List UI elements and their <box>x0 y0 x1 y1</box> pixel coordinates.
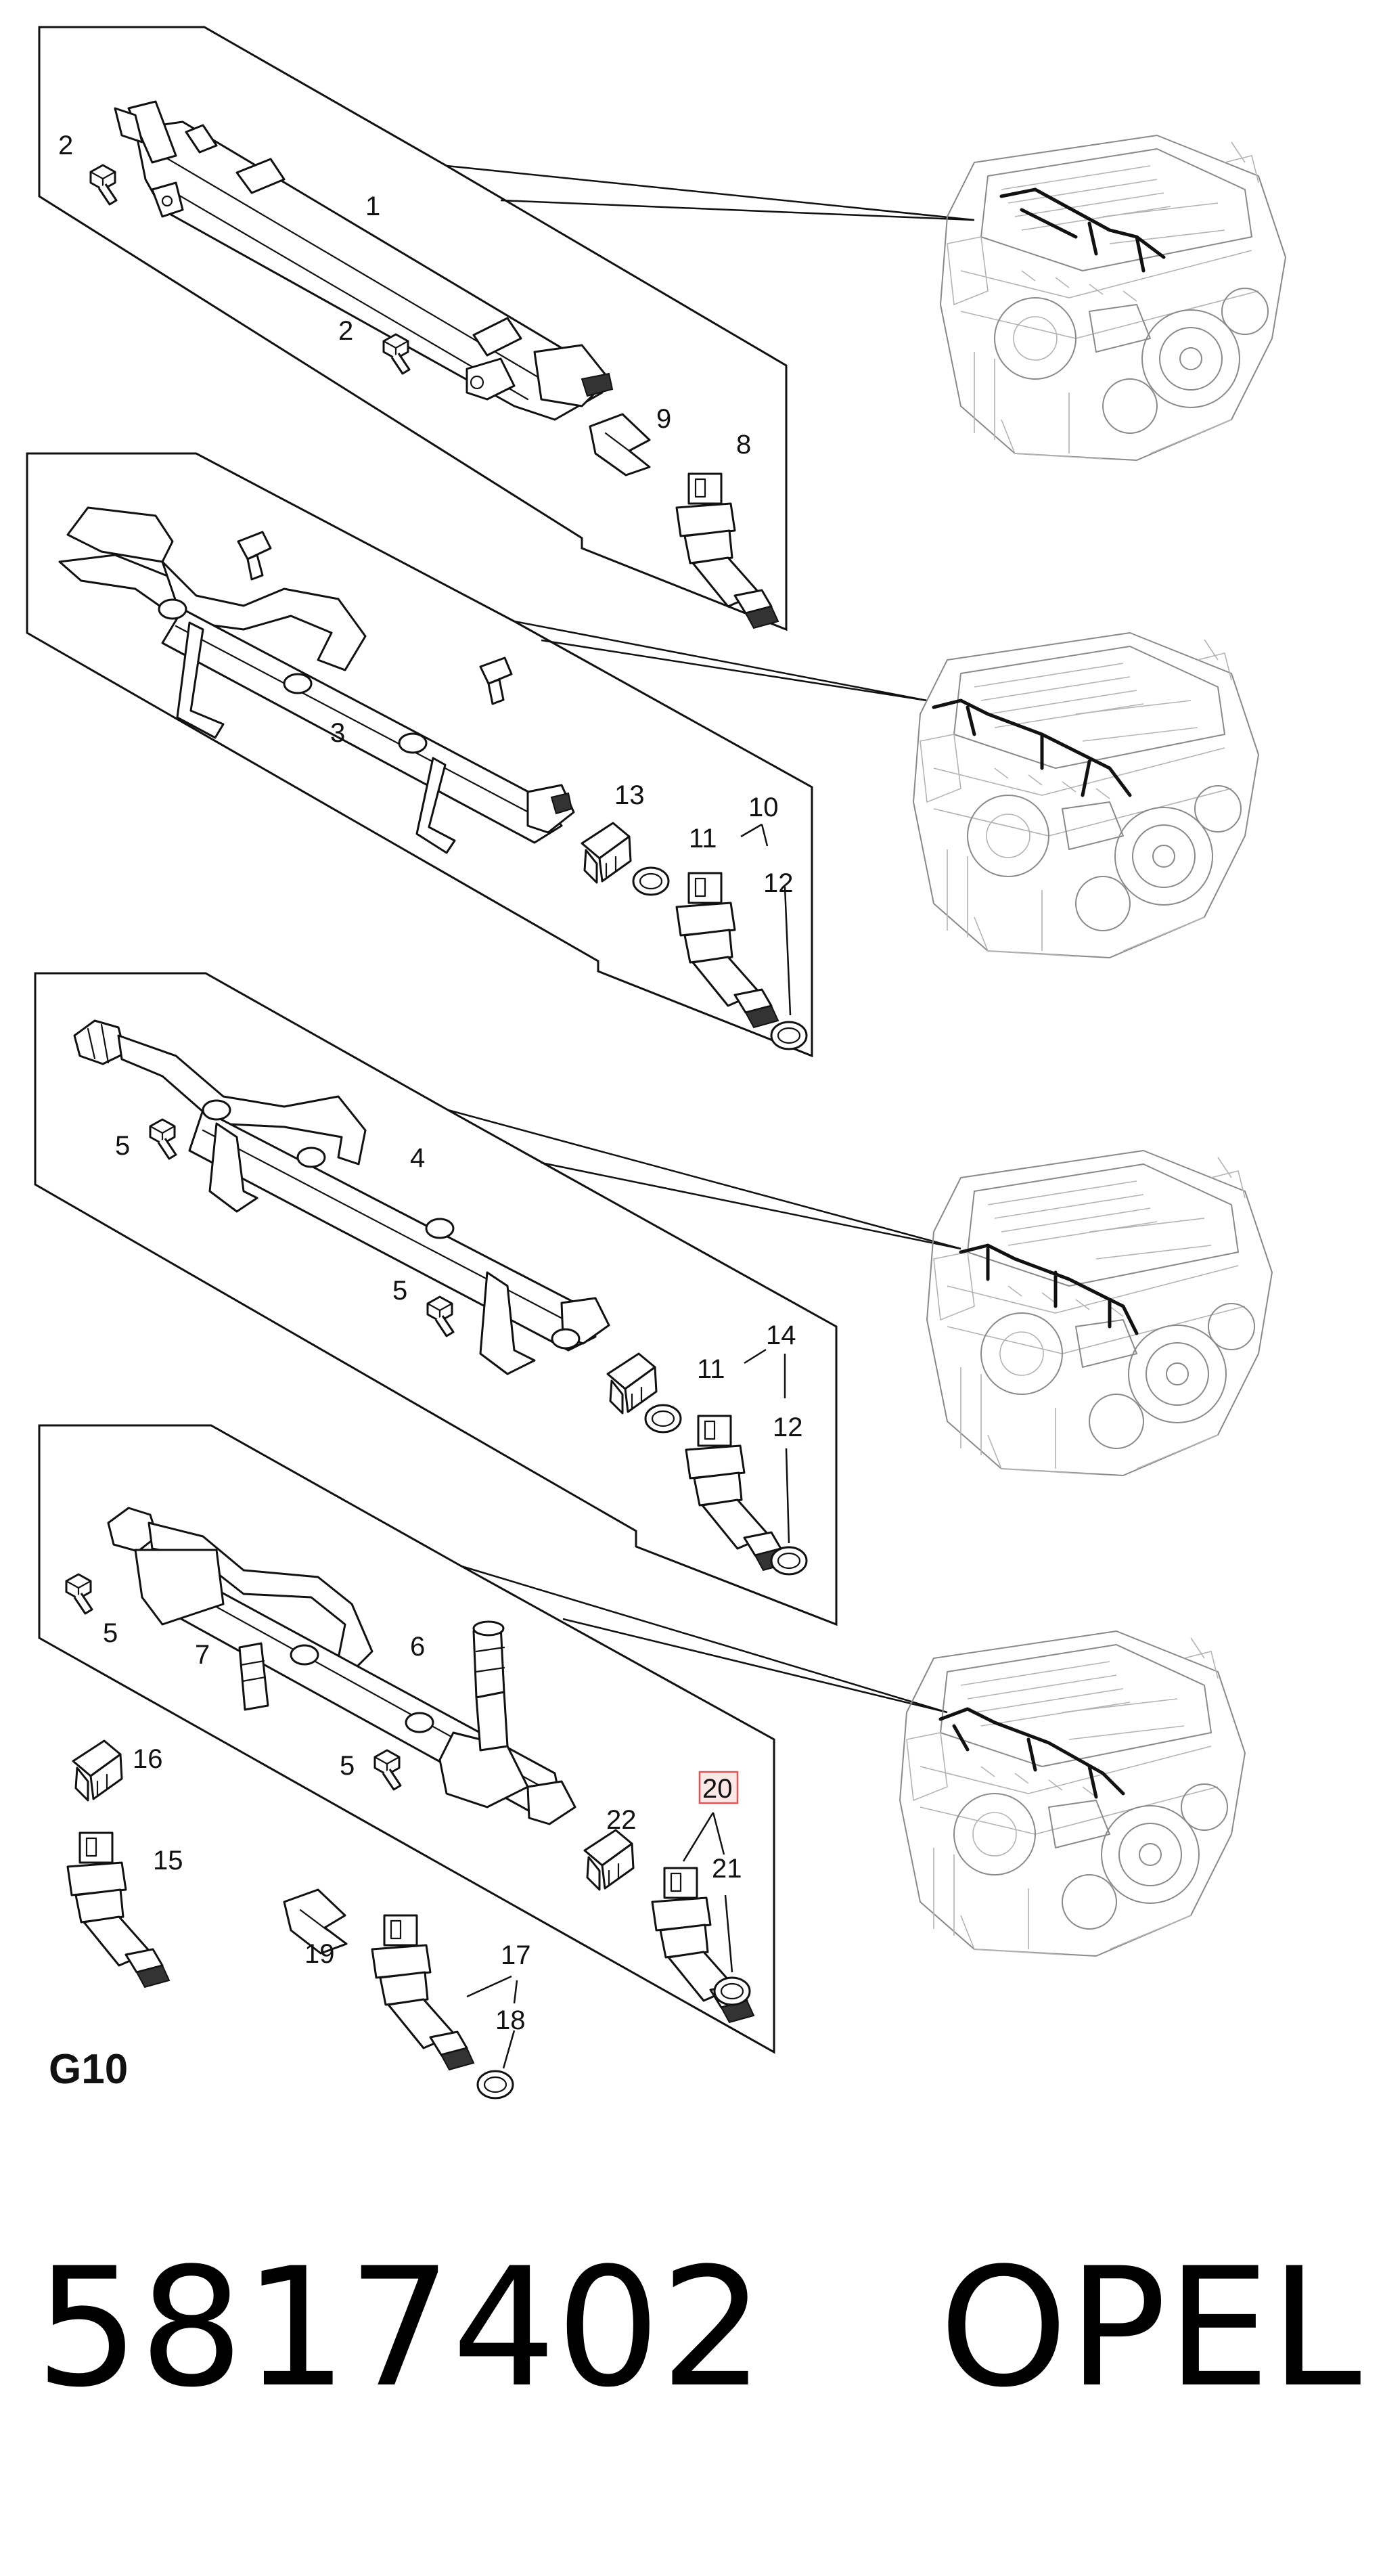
panel-1-engine-pointer <box>446 164 975 221</box>
callout-11-p3: 11 <box>697 1354 725 1384</box>
bolt-2-upper <box>89 164 118 206</box>
panel-1-frame <box>38 26 788 631</box>
bolt-5-upper <box>149 1118 177 1160</box>
callout-10: 10 <box>748 793 779 822</box>
callout-8: 8 <box>736 430 751 460</box>
leaders-panel-4 <box>466 1812 733 2069</box>
panel-3-fuel-rail: 4 5 5 14 11 12 <box>34 972 961 1626</box>
brand-name: OPEL <box>938 2233 1361 2424</box>
leaders-14-11-12 <box>744 1348 790 1544</box>
panel-1-fuel-rail: 1 2 2 9 8 <box>38 26 975 631</box>
oring-11-panel-3 <box>644 1404 682 1434</box>
engine-illustration-1 <box>940 135 1286 461</box>
callout-17: 17 <box>501 1940 531 1970</box>
panel-2-frame <box>26 452 813 1058</box>
panel-4-fuel-rail: 20 6 7 5 5 16 15 19 17 18 22 21 G10 <box>38 1424 948 2100</box>
callout-1: 1 <box>365 192 380 221</box>
engine-illustration-3 <box>926 1150 1273 1476</box>
part-number: 5817402 <box>35 2233 765 2424</box>
panel-4-engine-pointer <box>461 1565 948 1714</box>
callout-19: 19 <box>304 1939 335 1969</box>
oring-11 <box>632 866 670 896</box>
callout-14: 14 <box>766 1320 796 1350</box>
callout-12-p3: 12 <box>773 1413 803 1442</box>
callout-20: 20 <box>702 1774 733 1804</box>
bolt-5-left <box>65 1573 93 1615</box>
panel-3-engine-pointer <box>447 1109 961 1250</box>
panel-4-frame <box>38 1424 775 2054</box>
panel-3-frame <box>34 972 838 1626</box>
callout-6: 6 <box>410 1632 425 1662</box>
callout-11: 11 <box>689 824 717 853</box>
callout-5a-p4: 5 <box>103 1618 118 1648</box>
bolt-5-lower <box>426 1295 455 1337</box>
callout-2a: 2 <box>58 131 73 160</box>
callout-22: 22 <box>606 1805 637 1835</box>
callout-21: 21 <box>712 1854 742 1884</box>
callout-5b-p4: 5 <box>340 1751 355 1781</box>
clip-9 <box>589 413 651 476</box>
clip-13 <box>581 822 632 884</box>
oring-12-panel-3 <box>770 1546 808 1576</box>
engine-illustration-4 <box>899 1630 1246 1957</box>
oring-21 <box>713 1976 751 2006</box>
part-number-line: 5817402 OPEL <box>35 2227 1361 2430</box>
callout-12: 12 <box>763 868 794 898</box>
callout-13: 13 <box>614 780 645 810</box>
callout-2b: 2 <box>338 316 353 346</box>
oring-18 <box>476 2070 514 2100</box>
injector-8 <box>675 472 779 629</box>
callout-3: 3 <box>330 718 345 748</box>
fuel-rail-3 <box>58 506 575 854</box>
leaders-10-11-12 <box>740 823 792 1016</box>
callout-5a: 5 <box>115 1131 130 1161</box>
callout-9: 9 <box>656 404 671 434</box>
callout-18: 18 <box>495 2005 526 2035</box>
bolt-5-right <box>373 1749 402 1791</box>
fuel-rail-4 <box>73 1019 610 1375</box>
injector-17 <box>371 1914 475 2071</box>
panel-2-engine-pointer <box>514 620 928 702</box>
panel-2-fuel-rail: 3 13 11 10 12 <box>26 452 928 1058</box>
callout-15: 15 <box>153 1846 183 1875</box>
fuel-rail-1 <box>114 100 614 421</box>
highlight-box-20 <box>698 1771 739 1804</box>
clip-panel-3 <box>606 1352 658 1415</box>
clip-19 <box>283 1888 348 1955</box>
callout-5b: 5 <box>392 1276 407 1306</box>
fitting-7 <box>238 1642 269 1711</box>
clip-16 <box>72 1739 123 1802</box>
clip-22 <box>583 1829 635 1891</box>
callout-4: 4 <box>410 1143 425 1173</box>
bolt-2-lower <box>382 333 411 375</box>
fuel-rail-6 <box>107 1507 576 1825</box>
diagram-code: G10 <box>49 2046 128 2093</box>
callout-7: 7 <box>195 1640 210 1670</box>
oring-12 <box>770 1021 808 1050</box>
callout-16: 16 <box>133 1744 163 1774</box>
engine-illustration-2 <box>913 632 1259 958</box>
